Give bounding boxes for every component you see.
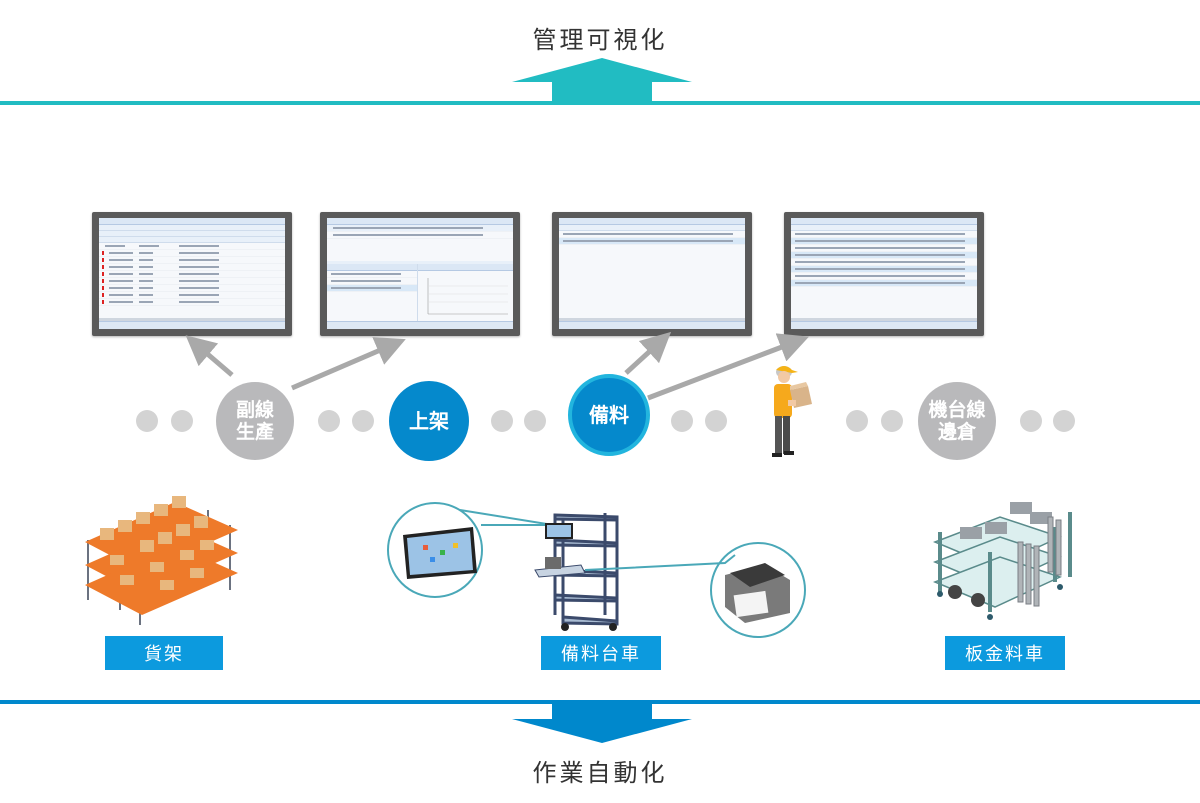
connector-dot: [846, 410, 868, 432]
process-node-material-prep[interactable]: 備料: [568, 374, 650, 456]
connector-dot: [671, 410, 693, 432]
node-label: 上架: [409, 409, 449, 433]
shelving-rack-icon: [85, 496, 238, 625]
arrow-to-monitor-3: [624, 331, 672, 375]
label-sheet-metal-cart: 板金料車: [945, 636, 1065, 670]
up-arrow-icon: [512, 58, 692, 104]
mini-line-chart: [427, 278, 508, 315]
screen-table-and-chart: [327, 218, 513, 329]
monitor-sub-line-production: [92, 212, 292, 336]
label-shelving-rack: 貨架: [105, 636, 223, 670]
arrow-to-monitor-2: [291, 337, 406, 391]
node-label-line1: 副線: [235, 399, 274, 421]
connector-dot: [524, 410, 546, 432]
connector-dot: [491, 410, 513, 432]
connector-dot: [318, 410, 340, 432]
connector-dot: [352, 410, 374, 432]
screen-list-table: [99, 218, 285, 329]
management-visualization-title: 管理可視化: [532, 26, 668, 54]
work-automation-title: 作業自動化: [532, 759, 668, 787]
monitor-material-prep-detail: [784, 212, 984, 336]
screen-list-table: [559, 218, 745, 329]
process-node-machine-line-warehouse[interactable]: 機台線邊倉: [918, 382, 996, 460]
screen-list-table: [791, 218, 977, 329]
arrow-to-monitor-4: [647, 333, 810, 401]
connector-dot: [136, 410, 158, 432]
material-cart-icon: [387, 502, 806, 638]
monitor-shelving: [320, 212, 520, 336]
process-node-sub-line-production[interactable]: 副線生產: [216, 382, 294, 460]
management-line: [0, 101, 1200, 105]
arrow-to-monitor-1: [185, 335, 234, 377]
worker-carrying-box-icon: [772, 366, 812, 457]
connector-dot: [1053, 410, 1075, 432]
connector-dot: [1020, 410, 1042, 432]
connector-dot: [705, 410, 727, 432]
label-material-cart: 備料台車: [541, 636, 661, 670]
node-label-line2: 生產: [235, 421, 274, 443]
node-label-line1: 機台線: [928, 399, 986, 421]
monitor-material-prep: [552, 212, 752, 336]
down-arrow-icon: [512, 701, 692, 743]
node-label: 備料: [589, 403, 629, 427]
node-label-line2: 邊倉: [937, 421, 976, 443]
connector-dot: [881, 410, 903, 432]
sheet-metal-cart-icon: [932, 502, 1072, 620]
connector-dot: [171, 410, 193, 432]
process-node-shelving[interactable]: 上架: [389, 381, 469, 461]
